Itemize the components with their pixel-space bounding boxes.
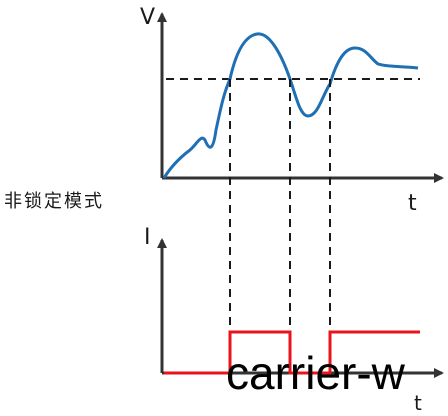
time-axis-label-bottom: t — [414, 391, 422, 415]
current-axis-label: I — [144, 225, 151, 250]
current-pulse-signal — [164, 330, 420, 375]
voltage-curve — [162, 32, 419, 179]
time-axis-label-top: t — [408, 191, 417, 216]
voltage-axis-label: V — [140, 5, 155, 30]
current-chart: I t — [144, 225, 444, 415]
voltage-chart: V t — [140, 5, 444, 216]
mode-label: 非锁定模式 — [4, 191, 104, 212]
crossing-guides — [229, 79, 331, 332]
overlay-text: carrier-w — [226, 347, 406, 399]
